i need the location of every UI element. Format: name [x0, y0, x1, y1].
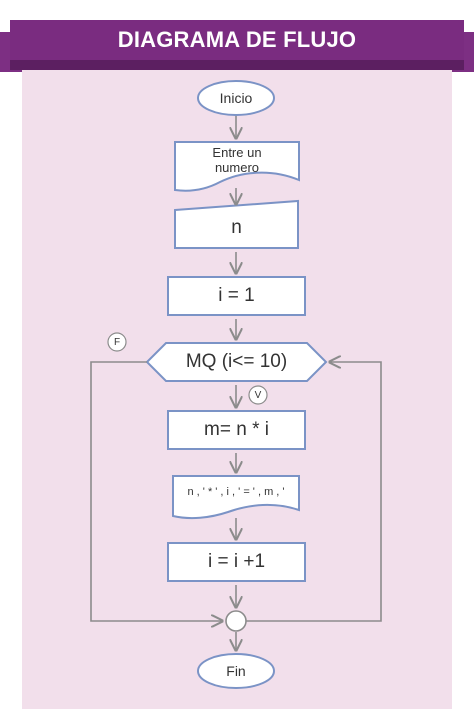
diagram-title: DIAGRAMA DE FLUJO — [10, 20, 464, 60]
false-marker-circle — [107, 332, 127, 352]
compute-m-label: m= n * i — [204, 419, 269, 440]
loop-condition-label: MQ (i<= 10) — [185, 351, 288, 372]
false-marker-label: F — [113, 336, 121, 348]
connectors — [90, 116, 382, 650]
compute-m-process — [167, 410, 306, 450]
init-i-label: i = 1 — [218, 285, 255, 306]
input-prompt-shape — [174, 141, 300, 192]
loop-condition-shape — [145, 342, 328, 382]
read-n-shape — [174, 199, 299, 249]
end-label: Fin — [226, 663, 246, 679]
init-i-process — [167, 276, 306, 316]
input-prompt-label: Entre un numero — [175, 144, 299, 176]
true-marker-circle — [248, 385, 268, 405]
increment-label: i = i +1 — [207, 551, 266, 572]
output-document-shape — [172, 475, 300, 520]
read-n-label: n — [231, 217, 242, 238]
input-prompt-line2: numero — [214, 160, 260, 175]
junction-connector — [225, 610, 247, 632]
input-prompt-line1: Entre un — [212, 145, 262, 160]
end-terminal — [197, 653, 275, 689]
increment-process — [167, 542, 306, 582]
start-label: Inicio — [219, 90, 253, 106]
start-terminal — [197, 80, 275, 116]
banner-shadow — [10, 60, 464, 70]
output-label: n , ' * ' , i , ' = ' , m , ' — [187, 486, 285, 498]
true-marker-label: V — [254, 389, 262, 401]
